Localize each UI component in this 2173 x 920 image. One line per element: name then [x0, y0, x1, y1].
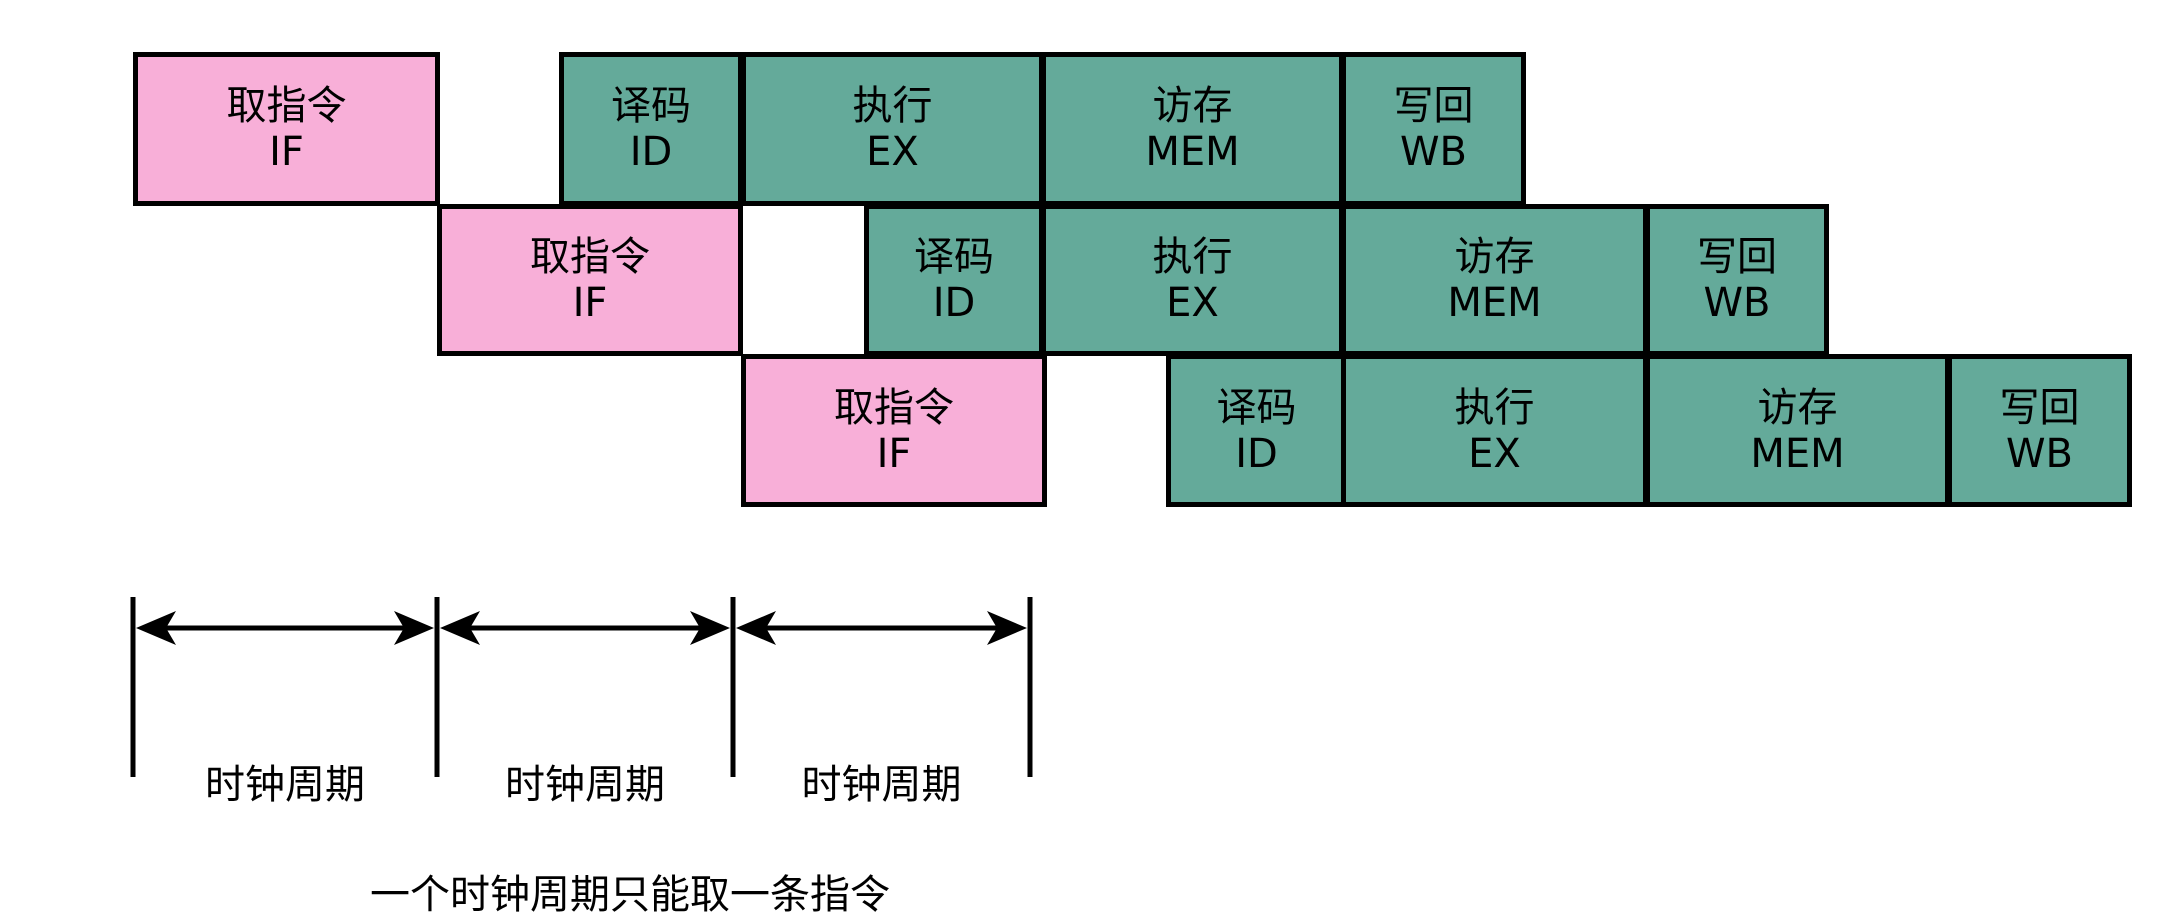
stage-name-en: MEM [1145, 129, 1240, 175]
stage-name-zh: 访存 [1454, 234, 1535, 280]
stage-name-zh: 译码 [1216, 384, 1297, 431]
arrowhead-left-icon [736, 611, 776, 645]
stage-name-en: ID [629, 129, 673, 175]
stage-name-en: ID [932, 280, 976, 326]
stage-name-en: IF [269, 129, 304, 175]
stage-name-en: WB [2006, 430, 2073, 477]
arrowhead-left-icon [440, 611, 480, 645]
clock-cycle-timeline [130, 597, 1033, 777]
arrowhead-right-icon [690, 611, 730, 645]
stage-name-en: IF [876, 430, 912, 477]
stage-name-en: EX [866, 129, 919, 175]
stage-name-zh: 译码 [914, 234, 994, 280]
stage-name-en: WB [1400, 129, 1467, 175]
stage-name-zh: 访存 [1757, 384, 1838, 431]
clock-cycle-label: 时钟周期 [205, 762, 365, 808]
stage-name-en: IF [572, 280, 608, 326]
stage-name-en: MEM [1447, 280, 1542, 326]
arrowhead-left-icon [136, 611, 176, 645]
stage-name-en: EX [1468, 430, 1521, 477]
stage-name-zh: 取指令 [226, 83, 347, 129]
diagram-caption: 一个时钟周期只能取一条指令 [370, 872, 890, 918]
stage-name-zh: 取指令 [834, 384, 954, 431]
stage-name-zh: 译码 [611, 83, 691, 129]
stage-name-zh: 取指令 [530, 234, 650, 280]
stage-name-en: WB [1703, 280, 1771, 326]
stage-name-zh: 写回 [1393, 83, 1474, 129]
stage-name-en: EX [1166, 280, 1219, 326]
stage-name-en: ID [1235, 430, 1278, 477]
arrowhead-right-icon [987, 611, 1027, 645]
clock-cycle-label: 时钟周期 [505, 762, 665, 808]
stage-name-zh: 写回 [1999, 384, 2080, 431]
stage-name-en: MEM [1750, 430, 1845, 477]
clock-cycle-label: 时钟周期 [801, 762, 962, 808]
stage-name-zh: 执行 [1152, 234, 1233, 280]
stage-name-zh: 执行 [1454, 384, 1535, 431]
stage-name-zh: 执行 [852, 83, 933, 129]
stage-name-zh: 访存 [1152, 83, 1233, 129]
arrowhead-right-icon [394, 611, 434, 645]
stage-name-zh: 写回 [1697, 234, 1777, 280]
